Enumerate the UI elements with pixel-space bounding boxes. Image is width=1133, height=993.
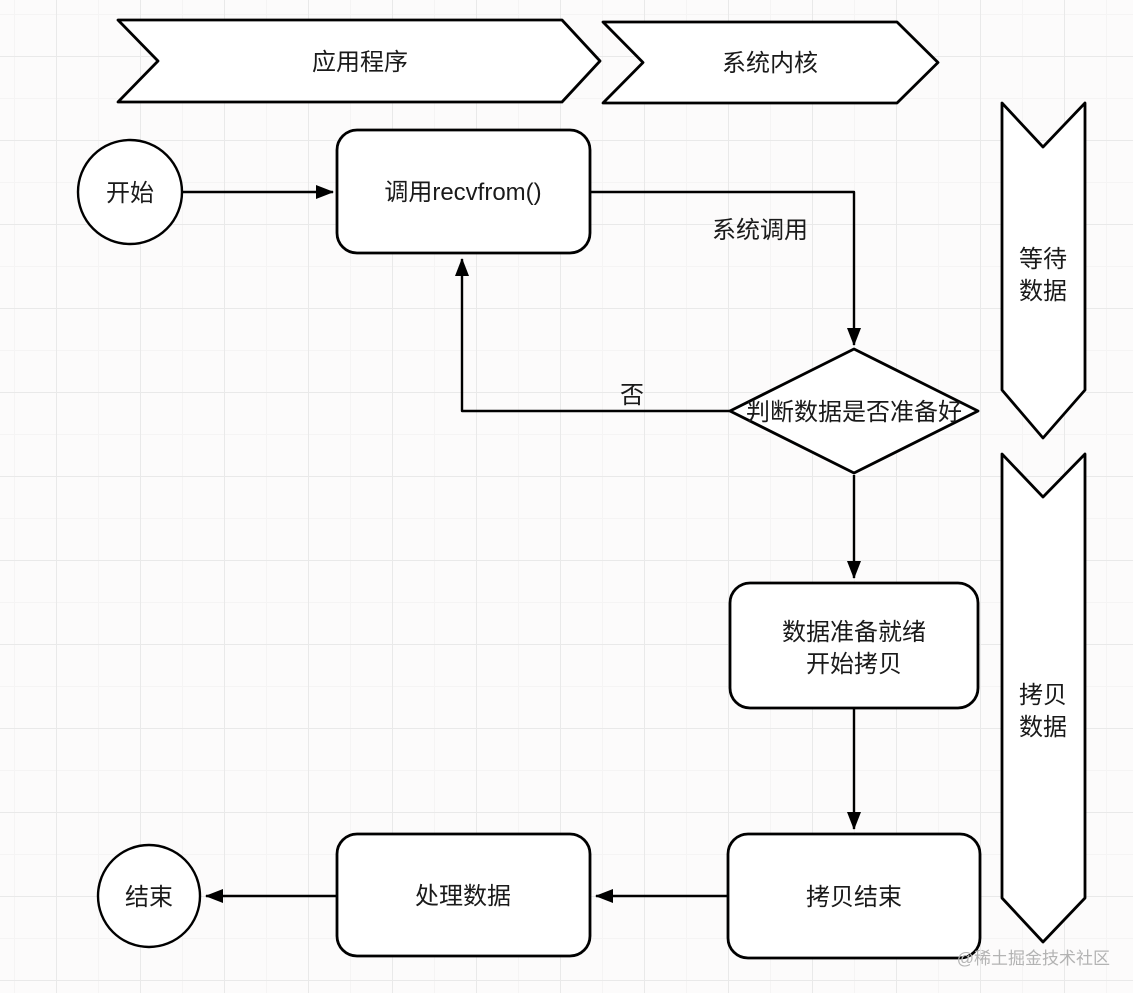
copy-data-banner <box>1000 452 1087 944</box>
process-data-node-label: 处理数据 <box>415 883 511 910</box>
app-lane-banner <box>116 18 602 104</box>
data-ready-node-line1: 数据准备就绪 <box>782 619 926 646</box>
end-node-label: 结束 <box>125 884 173 911</box>
data-ready-node <box>728 581 980 710</box>
decision-node <box>728 347 980 475</box>
data-ready-node-line2: 开始拷贝 <box>806 651 902 678</box>
recvfrom-node <box>335 128 592 255</box>
copy-data-banner-line1: 拷贝 <box>1019 682 1067 709</box>
edge-decision-no-to-recvfrom <box>455 258 730 413</box>
edge-recvfrom-to-decision <box>590 190 861 346</box>
kernel-lane-label: 系统内核 <box>722 50 818 77</box>
app-lane-label: 应用程序 <box>312 49 408 76</box>
copy-done-node <box>726 832 982 960</box>
recvfrom-node-label: 调用recvfrom() <box>384 179 541 206</box>
copy-data-banner-line2: 数据 <box>1019 714 1067 741</box>
end-node <box>96 843 202 949</box>
wait-data-banner <box>1000 101 1087 440</box>
start-node <box>76 138 184 246</box>
start-node-label: 开始 <box>106 180 154 207</box>
edge-label-syscall: 系统调用 <box>712 217 808 244</box>
decision-node-label: 判断数据是否准备好 <box>746 399 962 426</box>
wait-data-banner-line2: 数据 <box>1019 278 1067 305</box>
copy-done-node-label: 拷贝结束 <box>806 884 902 911</box>
kernel-lane-banner <box>601 20 940 105</box>
edge-label-no: 否 <box>620 382 644 409</box>
wait-data-banner-line1: 等待 <box>1019 246 1067 273</box>
watermark: @稀土掘金技术社区 <box>957 949 1110 968</box>
process-data-node <box>335 832 592 958</box>
